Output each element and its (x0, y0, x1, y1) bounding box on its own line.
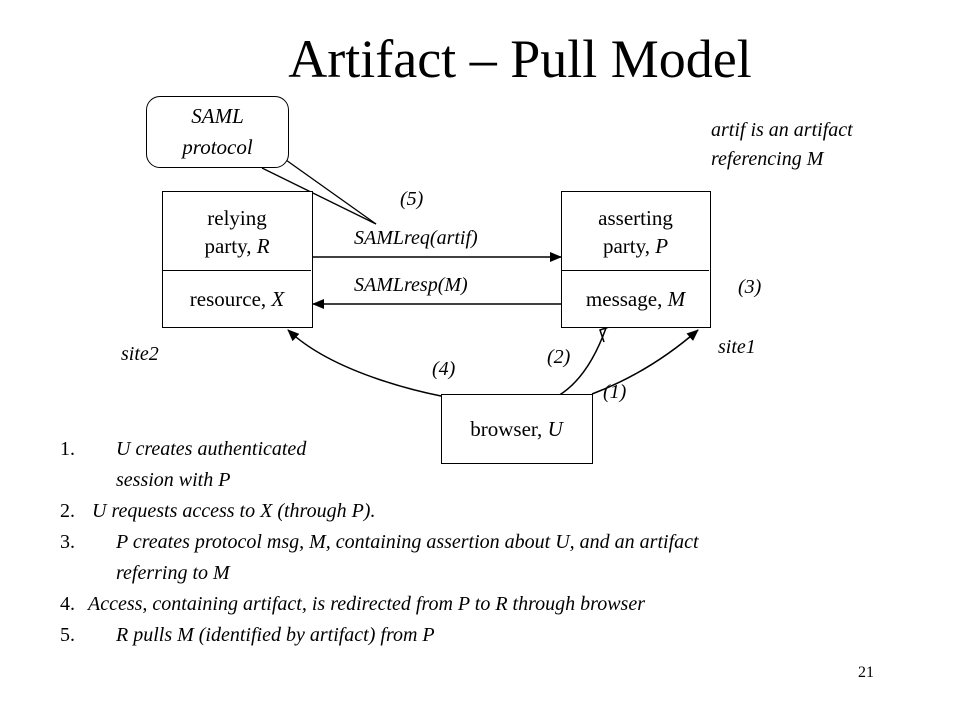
asserting-line2: party, P (602, 234, 669, 258)
saml-protocol-bubble: SAML protocol (146, 96, 289, 168)
relying-line1: relying (207, 206, 267, 230)
saml-resp-label: SAMLresp(M) (354, 274, 468, 296)
list-item: 5. R pulls M (identified by artifact) fr… (60, 624, 435, 646)
site1-label: site1 (718, 336, 756, 358)
step1-label: (1) (603, 381, 627, 403)
saml-line1: SAML (191, 104, 244, 128)
page-title: Artifact – Pull Model (288, 29, 752, 89)
saml-callout-line (261, 167, 377, 225)
steps-list: 1. U creates authenticated session with … (60, 434, 699, 651)
step2-label: (2) (547, 346, 571, 368)
saml-callout-line (285, 159, 377, 225)
asserting-line1: asserting (598, 206, 673, 230)
list-item: 2. U requests access to X (through P). (60, 500, 376, 522)
step5-label: (5) (400, 188, 424, 210)
resource-label: resource, X (189, 287, 285, 311)
step4-label: (4) (432, 358, 456, 380)
list-item: 3. P creates protocol msg, M, containing… (60, 531, 699, 584)
site2-label: site2 (121, 343, 159, 365)
step3-label: (3) (738, 276, 762, 298)
artifact-note: artif is an artifact referencing M (711, 116, 853, 174)
note-line1: artif is an artifact (711, 119, 853, 141)
page-number: 21 (858, 664, 874, 681)
step1-arrow (591, 329, 699, 395)
browser-label: browser, U (470, 417, 563, 441)
browser-box: browser, U (441, 394, 593, 464)
message-label: message, M (585, 287, 686, 311)
asserting-party-box: asserting party, P message, M (561, 191, 711, 328)
note-line2: referencing M (711, 148, 824, 170)
relying-line2: party, R (204, 234, 270, 258)
saml-req-label: SAMLreq(artif) (354, 227, 478, 249)
list-item: 4. Access, containing artifact, is redir… (60, 593, 645, 615)
list-item: 1. U creates authenticated session with … (60, 438, 307, 491)
relying-party-box: relying party, R resource, X (162, 191, 313, 328)
saml-line2: protocol (182, 135, 253, 159)
